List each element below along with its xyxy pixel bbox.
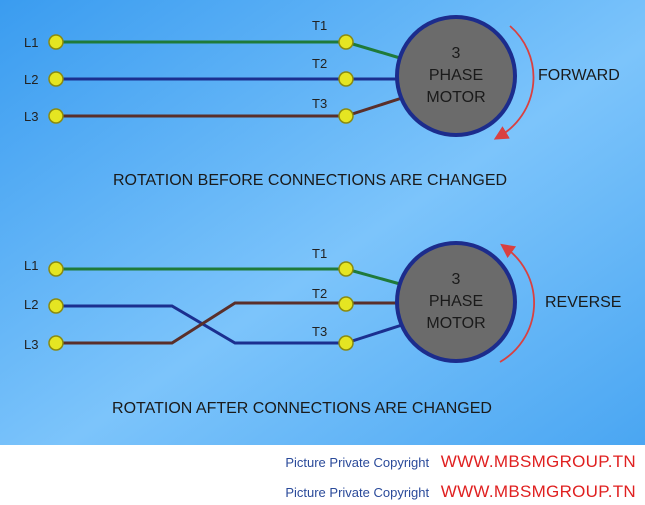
label-t2-b: T2	[312, 286, 327, 301]
terminal-t3	[338, 108, 354, 124]
label-l3: L3	[24, 109, 38, 124]
terminal-t2-b	[338, 296, 354, 312]
label-l3-b: L3	[24, 337, 38, 352]
terminal-t1-b	[338, 261, 354, 277]
label-l1: L1	[24, 35, 38, 50]
terminal-l1-b	[48, 261, 64, 277]
label-t2: T2	[312, 56, 327, 71]
terminal-l3	[48, 108, 64, 124]
terminal-t3-b	[338, 335, 354, 351]
terminal-l2	[48, 71, 64, 87]
caption-after: ROTATION AFTER CONNECTIONS ARE CHANGED	[112, 400, 492, 417]
copyright-text: Picture Private Copyright	[285, 485, 430, 500]
arrow-counterclockwise-icon	[499, 243, 535, 363]
label-l1-b: L1	[24, 258, 38, 273]
motor-text-line1: 3	[452, 45, 461, 62]
terminal-l3-b	[48, 335, 64, 351]
direction-reverse: REVERSE	[545, 294, 621, 311]
diagram-background	[0, 0, 645, 445]
label-t3-b: T3	[312, 324, 327, 339]
label-l2: L2	[24, 72, 38, 87]
wire-t3-motor-b	[345, 323, 403, 345]
arrow-clockwise-icon	[493, 25, 535, 140]
diagram-reverse: L1 L2 L3 T1 T2 T3 3 PHASE MOTOR REVERSE …	[24, 241, 621, 417]
motor-forward	[395, 15, 517, 137]
terminal-l2-b	[48, 298, 64, 314]
motor-text-line3-b: MOTOR	[426, 315, 485, 332]
wire-t1-motor-b	[345, 267, 401, 286]
copyright-footer-1: Picture Private Copyright WWW.MBSMGROUP.…	[285, 452, 636, 472]
wire-t1-motor	[345, 40, 401, 60]
site-link[interactable]: WWW.MBSMGROUP.TN	[440, 452, 636, 471]
label-t1: T1	[312, 18, 327, 33]
terminal-l1	[48, 34, 64, 50]
label-l2-b: L2	[24, 297, 38, 312]
motor-text-line2: PHASE	[429, 67, 483, 84]
terminal-t2	[338, 71, 354, 87]
label-t1-b: T1	[312, 246, 327, 261]
diagram-forward: L1 L2 L3 T1 T2 T3 3 PHASE MOTOR FORWARD …	[24, 15, 620, 189]
motor-text-line1-b: 3	[452, 271, 461, 288]
site-link[interactable]: WWW.MBSMGROUP.TN	[440, 482, 636, 501]
caption-before: ROTATION BEFORE CONNECTIONS ARE CHANGED	[113, 172, 507, 189]
motor-text-line3: MOTOR	[426, 89, 485, 106]
label-t3: T3	[312, 96, 327, 111]
wire-l3-to-t2	[56, 301, 398, 345]
motor-text-line2-b: PHASE	[429, 293, 483, 310]
direction-forward: FORWARD	[538, 67, 620, 84]
wire-t3-motor	[345, 96, 403, 118]
terminal-t1	[338, 34, 354, 50]
copyright-text: Picture Private Copyright	[285, 455, 430, 470]
copyright-footer-2: Picture Private Copyright WWW.MBSMGROUP.…	[285, 482, 636, 502]
motor-reverse	[395, 241, 517, 363]
